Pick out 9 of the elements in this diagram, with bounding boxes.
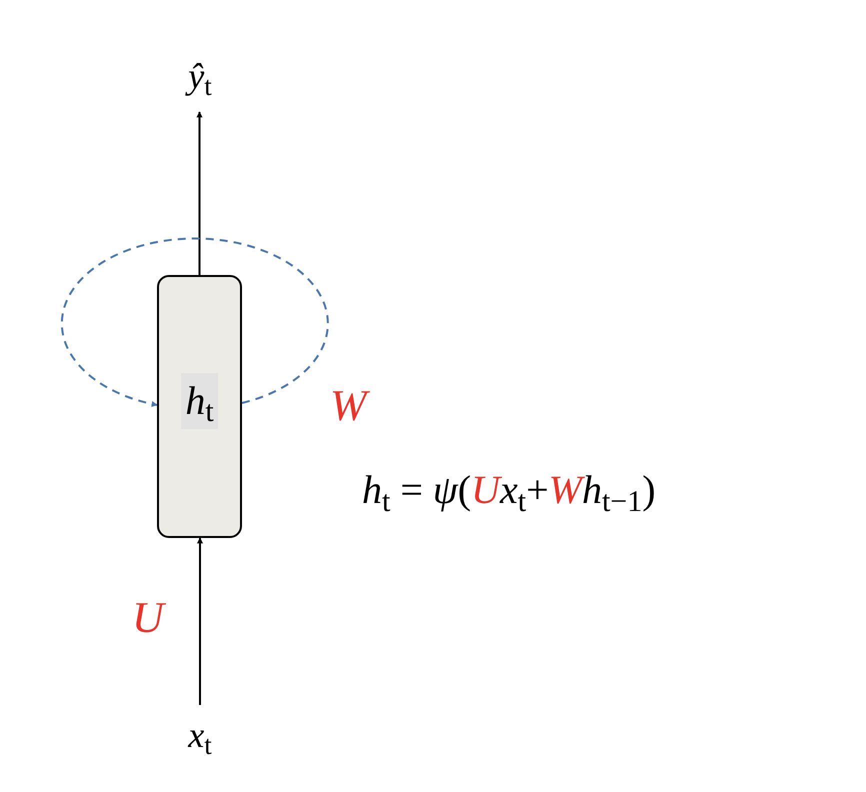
equation-part: h$_{t}$ = ψ( xyxy=(362,470,472,510)
arrow xyxy=(197,537,203,705)
hidden-state-label: h$_{t}$ xyxy=(181,372,218,428)
loop-arrow xyxy=(60,238,329,407)
arrow xyxy=(196,111,202,275)
edge-label: U xyxy=(132,596,164,640)
equation-part: U xyxy=(471,470,500,510)
variable-label: x$_{t}$ xyxy=(188,717,212,753)
cell-box xyxy=(157,275,242,538)
